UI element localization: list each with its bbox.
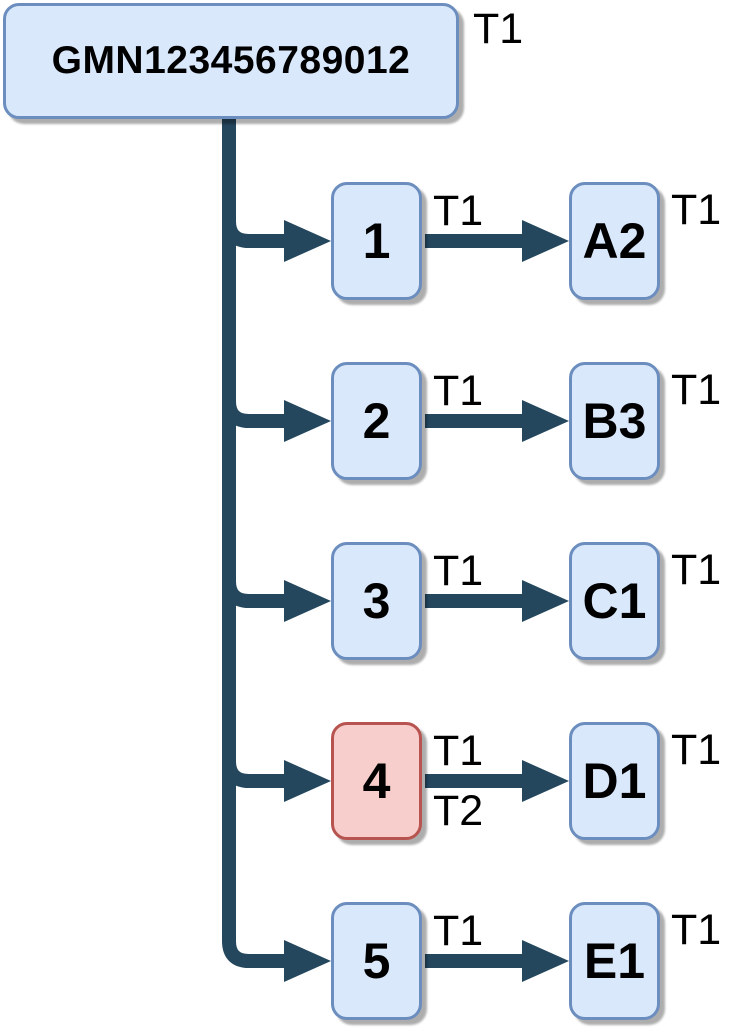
edge-tag-top: T1 [433, 367, 484, 415]
edge-arrowhead-row1 [522, 220, 569, 262]
branch-arrowhead-row4 [284, 760, 331, 802]
target-tag-label: T1 [671, 186, 722, 234]
branch-arrowhead-row5 [284, 940, 331, 982]
root-tag-label: T1 [473, 5, 524, 53]
diagram-row: 1 T1 A2 T1 [0, 182, 729, 300]
edge-arrowhead-row2 [522, 400, 569, 442]
target-tag-label: T1 [671, 366, 722, 414]
edge-tag-bottom: T2 [433, 787, 484, 835]
diagram-row: 4 T1 T2 D1 T1 [0, 722, 729, 840]
root-node[interactable]: GMN123456789012 [3, 3, 459, 119]
target-tag-label: T1 [671, 546, 722, 594]
target-node[interactable]: D1 [569, 722, 660, 840]
target-node[interactable]: A2 [569, 182, 660, 300]
target-node[interactable]: E1 [569, 902, 660, 1020]
diagram-row: 5 T1 E1 T1 [0, 902, 729, 1020]
branch-connector-row1 [222, 185, 284, 248]
diagram-row: 2 T1 B3 T1 [0, 362, 729, 480]
source-node[interactable]: 4 [331, 722, 422, 840]
edge-tag-top: T1 [433, 187, 484, 235]
target-node[interactable]: C1 [569, 542, 660, 660]
branch-connector-row4 [222, 725, 284, 788]
target-tag-label: T1 [671, 906, 722, 954]
source-node[interactable]: 5 [331, 902, 422, 1020]
trunk-connector [222, 117, 284, 968]
edge-arrowhead-row5 [522, 940, 569, 982]
edge-arrowhead-row4 [522, 760, 569, 802]
edge-tag-top: T1 [433, 547, 484, 595]
branch-connector-row2 [222, 365, 284, 428]
branch-arrowhead-row2 [284, 400, 331, 442]
source-node[interactable]: 1 [331, 182, 422, 300]
target-node[interactable]: B3 [569, 362, 660, 480]
target-tag-label: T1 [671, 726, 722, 774]
edge-tag-top: T1 [433, 727, 484, 775]
branch-arrowhead-row1 [284, 220, 331, 262]
branch-arrowhead-row3 [284, 580, 331, 622]
diagram-row: 3 T1 C1 T1 [0, 542, 729, 660]
branch-connector-row3 [222, 545, 284, 608]
source-node[interactable]: 3 [331, 542, 422, 660]
edge-tag-top: T1 [433, 907, 484, 955]
source-node[interactable]: 2 [331, 362, 422, 480]
edge-arrowhead-row3 [522, 580, 569, 622]
